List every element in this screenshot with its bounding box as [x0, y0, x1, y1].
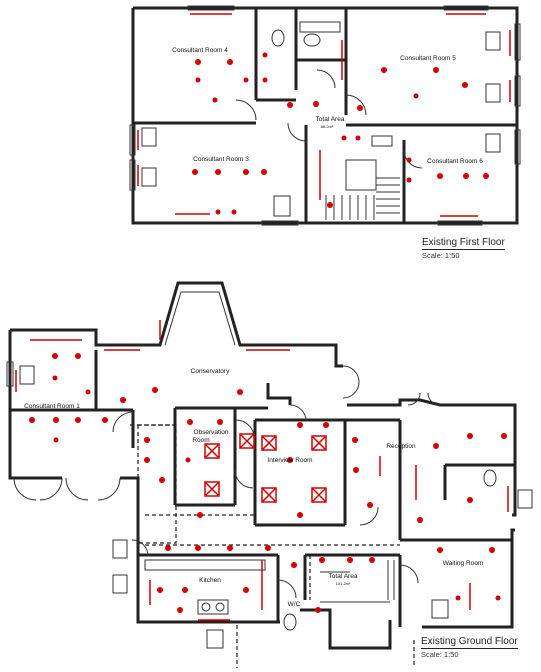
room-label-observation-line2: Room	[192, 437, 209, 444]
room-label-consultant-5: Consultant Room 5	[400, 55, 456, 62]
first-floor-caption: Existing First Floor	[422, 237, 505, 250]
room-label-wc: W/C	[288, 601, 301, 608]
room-label-conservatory: Conservatory	[191, 368, 230, 375]
room-label-consultant-1: Consultant Room 1	[24, 403, 80, 410]
first-floor-scale: Scale: 1:50	[422, 251, 460, 260]
room-label-total-area-first: Total Area	[316, 116, 345, 123]
ground-floor-caption: Existing Ground Floor	[421, 636, 518, 649]
room-label-consultant-6: Consultant Room 6	[427, 158, 483, 165]
room-label-waiting: Waiting Room	[443, 560, 484, 567]
first-floor-plan: Consultant Room 4 Consultant Room 5 Cons…	[129, 5, 521, 226]
area-value-ground: 101.2m²	[336, 581, 351, 586]
room-label-interview: Interview Room	[267, 457, 312, 464]
room-label-observation-line1: Observation	[193, 429, 228, 436]
ground-floor-scale: Scale: 1:50	[421, 650, 459, 659]
room-label-kitchen: Kitchen	[199, 577, 221, 584]
room-label-consultant-3: Consultant Room 3	[193, 156, 249, 163]
area-value-first: 88.2m²	[321, 124, 334, 129]
room-label-consultant-4: Consultant Room 4	[172, 47, 228, 54]
room-label-reception: Reception	[386, 443, 416, 450]
room-label-total-area-ground: Total Area	[329, 573, 358, 580]
ground-floor-plan: Consultant Room 1 Conservatory Observati…	[6, 281, 533, 650]
